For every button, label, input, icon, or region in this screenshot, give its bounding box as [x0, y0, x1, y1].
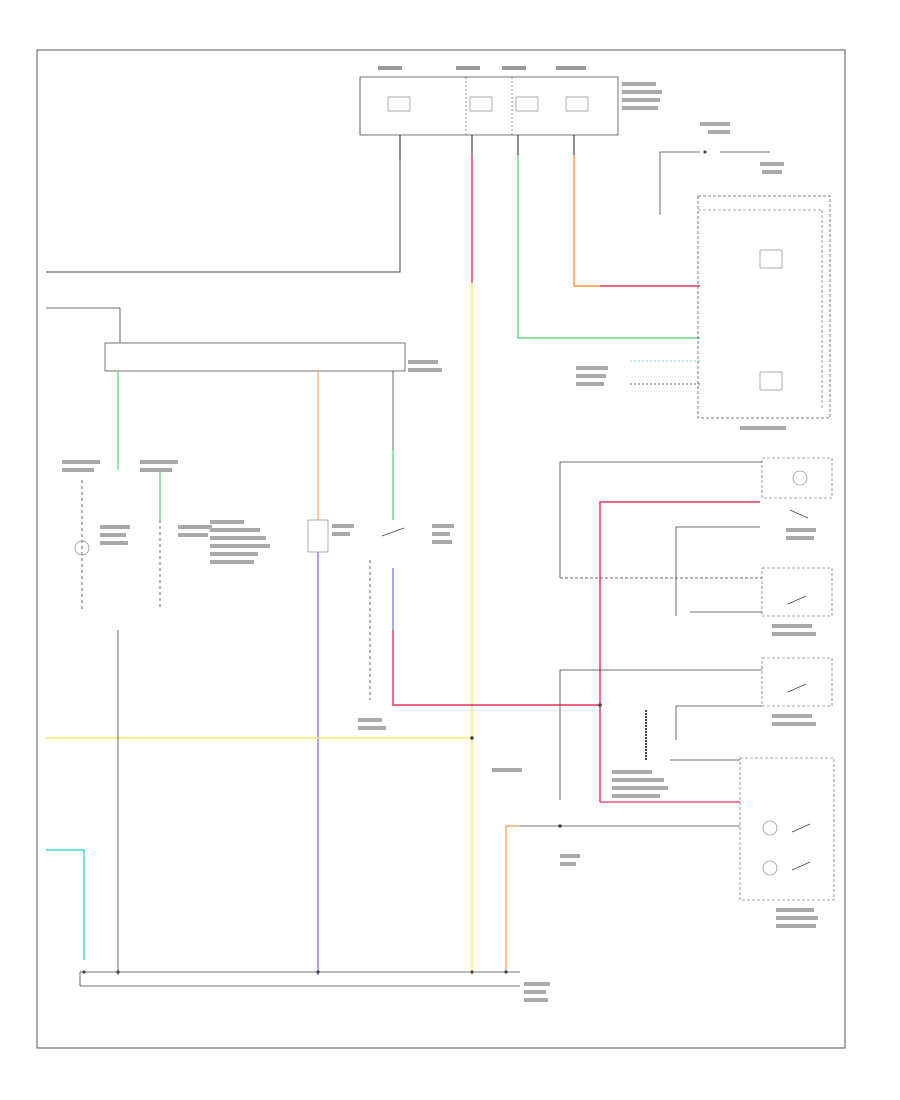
right-vanity-light: [761, 657, 833, 726]
wire-cyan: [46, 849, 85, 960]
wire-orange-bottom: [505, 825, 520, 972]
wire-black-1: [46, 160, 401, 273]
left-lamp-components: [62, 460, 270, 610]
diagram-border: [36, 49, 846, 1049]
overhead-console: [739, 757, 835, 928]
wire-orange-meter: [573, 155, 600, 287]
front-light-switch: [761, 457, 833, 540]
mid-components: [307, 519, 454, 730]
left-door-switch: [659, 122, 784, 215]
fuse-box: [359, 66, 662, 160]
ground-bus: [79, 971, 550, 1002]
combination-meter: [697, 195, 831, 430]
junction-block: [46, 307, 442, 372]
left-vanity-light: [761, 567, 833, 636]
wire-green-meter: [517, 155, 700, 339]
